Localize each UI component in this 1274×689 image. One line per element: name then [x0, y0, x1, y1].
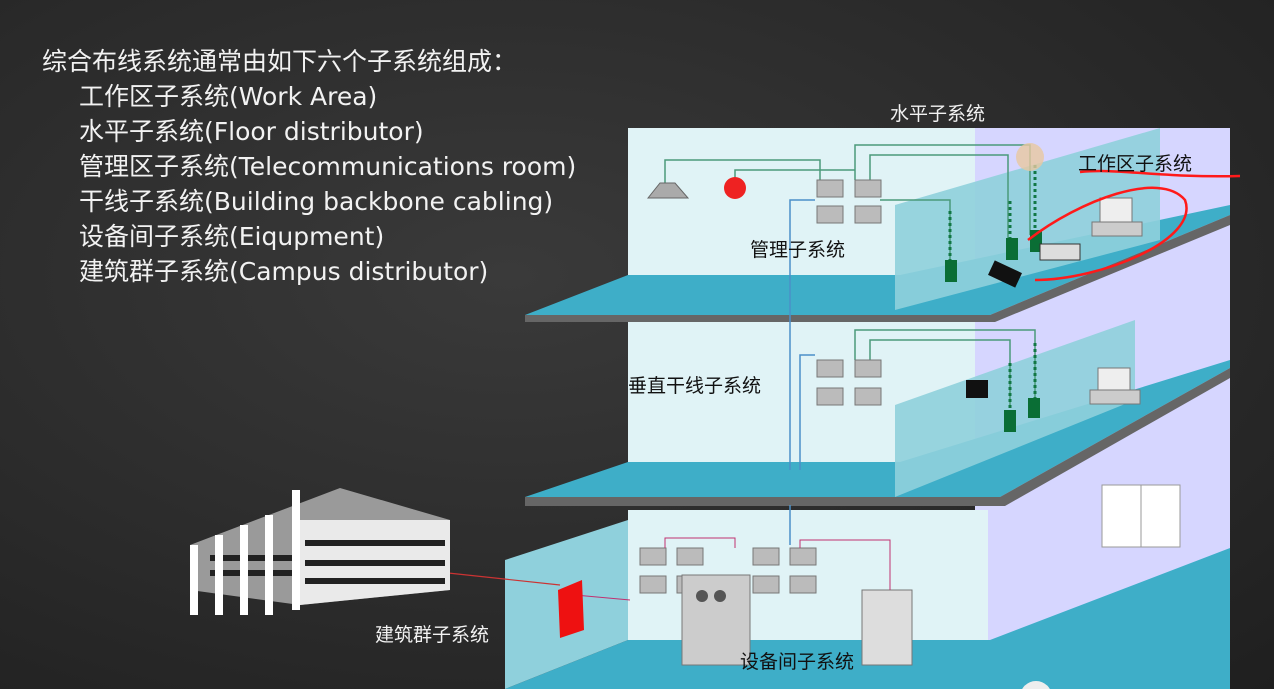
campus-distributor-icon: [558, 580, 584, 638]
info-outlet-icon: [945, 230, 1042, 432]
subsystem-list: 综合布线系统通常由如下六个子系统组成： 工作区子系统(Work Area) 水平…: [42, 44, 576, 289]
backbone-cable: [789, 199, 815, 545]
floor2-slab-edge: [525, 368, 1230, 506]
floor2-slab: [525, 360, 1230, 497]
alarm-bell-icon: [724, 177, 746, 199]
label-horizontal: 水平子系统: [890, 103, 985, 125]
camera-icon: [966, 380, 988, 398]
switch-rack-icon: [861, 589, 913, 666]
campus-building-icon: [190, 488, 450, 615]
list-item: 水平子系统(Floor distributor): [79, 117, 424, 146]
list-item: 工作区子系统(Work Area): [79, 82, 378, 111]
label-equipment: 设备间子系统: [740, 651, 854, 673]
speaker-icon: [646, 182, 690, 199]
computer-icon: [1089, 197, 1143, 405]
list-item: 建筑群子系统(Campus distributor): [79, 257, 489, 286]
floor3-partition: [895, 128, 1160, 310]
label-campus: 建筑群子系统: [375, 624, 489, 646]
label-work-area: 工作区子系统: [1078, 153, 1192, 175]
patch-panel-icon: [639, 179, 882, 594]
outlet-highlight-icon: [1016, 143, 1044, 171]
equipment-cable: [574, 537, 891, 601]
floor2-partition: [895, 320, 1135, 497]
annotation-circle: [1027, 186, 1188, 282]
list-item: 设备间子系统(Eiqupment): [79, 222, 385, 251]
label-backbone: 垂直干线子系统: [628, 375, 761, 397]
list-heading: 综合布线系统通常由如下六个子系统组成：: [42, 47, 518, 76]
horizontal-dotted-cable: [948, 165, 1037, 262]
list-item: 干线子系统(Building backbone cabling): [79, 187, 554, 216]
list-item: 管理区子系统(Telecommunications room): [79, 152, 577, 181]
watermark-icon: [1022, 681, 1050, 689]
annotation-underline: [1079, 169, 1241, 178]
printer-icon: [1039, 243, 1081, 261]
floor3-slab-edge: [525, 215, 1230, 322]
floor3-slab: [525, 205, 1230, 315]
label-management: 管理子系统: [750, 239, 845, 261]
horizontal-cable: [664, 144, 1031, 262]
server-cabinet-icon: [681, 574, 751, 666]
phone-icon: [988, 260, 1022, 288]
